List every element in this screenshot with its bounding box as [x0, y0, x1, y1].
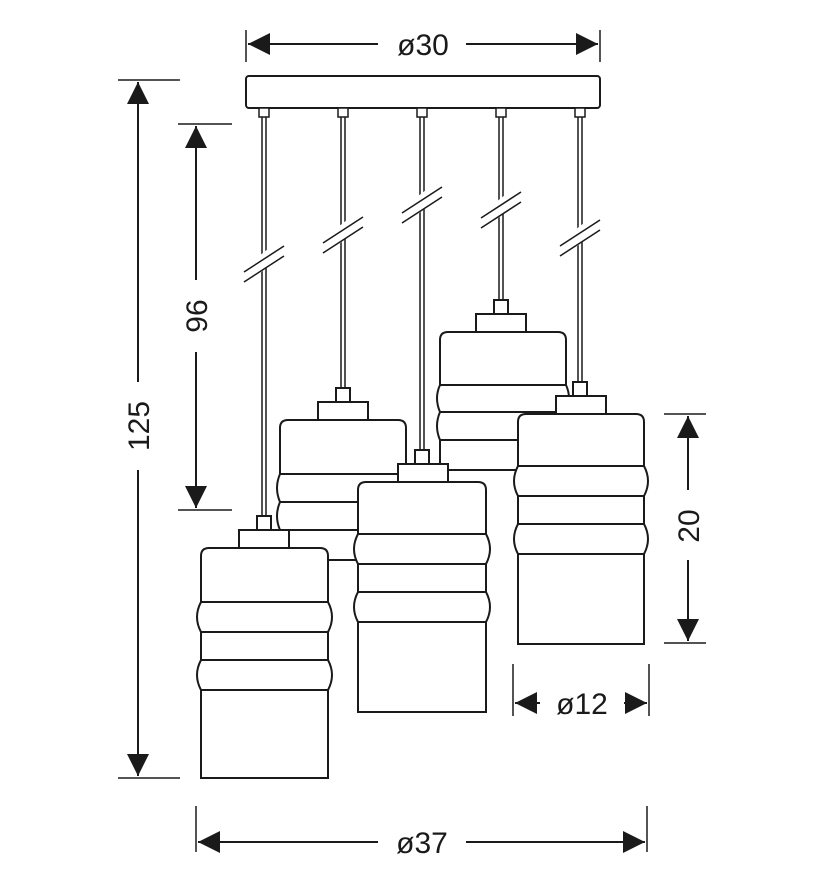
canopy-plate [245, 75, 601, 109]
cable-length-label: 96 [181, 299, 214, 332]
lamp-shade-front-left [196, 515, 333, 779]
socket-nut [256, 515, 272, 531]
canopy-diameter-dimension: ø30 [245, 29, 601, 62]
socket-cap [238, 529, 290, 549]
suspension-cables [261, 117, 583, 516]
cable-grip [574, 107, 586, 118]
socket-cap [475, 313, 527, 333]
ceiling-canopy [245, 75, 601, 118]
shade-diameter-dimension: ø12 [512, 664, 650, 721]
overall-diameter-dimension: ø37 [195, 806, 648, 860]
cable-grip [337, 107, 349, 118]
socket-nut [414, 449, 430, 465]
cable-break-marks [243, 184, 601, 283]
shade-height-dimension: 20 [664, 413, 706, 644]
cable-grip [495, 107, 507, 118]
lamp-shade-front-center [353, 449, 491, 713]
socket-nut [572, 381, 588, 397]
cable-grip [258, 107, 270, 118]
total-height-label: 125 [123, 401, 156, 451]
cable-length-dimension: 96 [178, 123, 232, 511]
canopy-diameter-label: ø30 [397, 29, 449, 62]
overall-diameter-label: ø37 [396, 827, 448, 860]
total-height-dimension: 125 [118, 79, 180, 779]
socket-nut [335, 387, 351, 403]
socket-cap [317, 401, 369, 421]
socket-cap [555, 395, 607, 415]
socket-cap [397, 463, 449, 483]
shade-height-label: 20 [673, 509, 706, 542]
shade-diameter-label: ø12 [556, 688, 608, 721]
socket-nut [493, 299, 509, 315]
cable-grip [416, 107, 428, 118]
lamp-shade-front-right [513, 381, 649, 645]
